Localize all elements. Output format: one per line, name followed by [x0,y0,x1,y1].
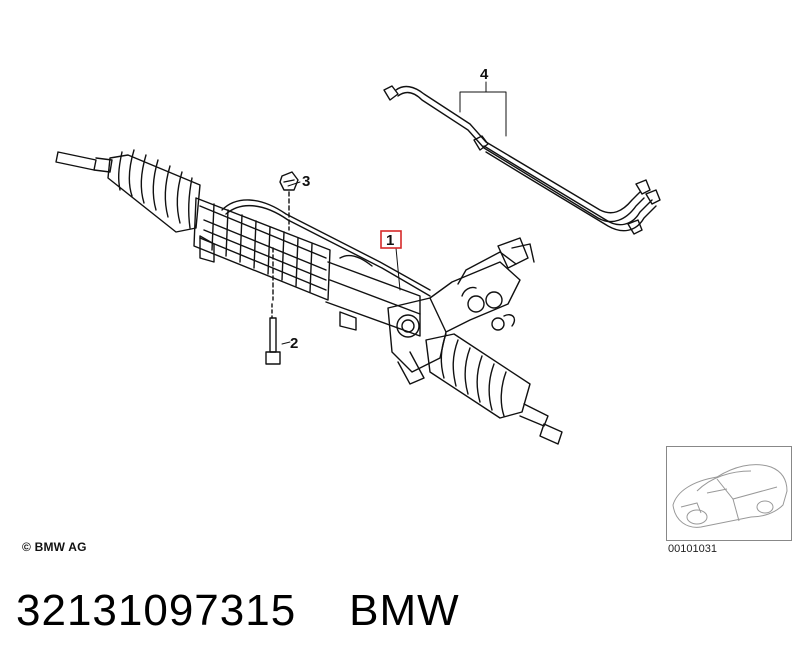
pipe-part-4 [383,85,661,235]
callout-2: 2 [290,335,298,352]
vehicle-thumbnail [666,446,792,541]
nut-part-3 [279,171,299,231]
diagram-reference: 00101031 [668,543,717,555]
bolt-part-2 [265,247,281,365]
part-number: 32131097315 [16,586,297,635]
leader-lines [281,81,507,345]
part-number-line: 32131097315 BMW [16,586,460,636]
housing-lines [221,199,431,297]
callout-1-highlight [380,230,402,249]
callout-3: 3 [302,173,310,190]
rack-housing [193,197,421,337]
left-bellows-boot [107,149,201,233]
brand-name: BMW [349,586,460,635]
right-tie-rod [519,403,563,445]
car-outline-icon [672,464,788,528]
left-tie-rod [55,151,113,173]
callout-4: 4 [480,66,489,83]
valve-body [387,237,535,385]
copyright-text: © BMW AG [22,540,87,554]
callout-1: 1 [386,232,394,249]
right-bellows-boot [425,333,531,419]
